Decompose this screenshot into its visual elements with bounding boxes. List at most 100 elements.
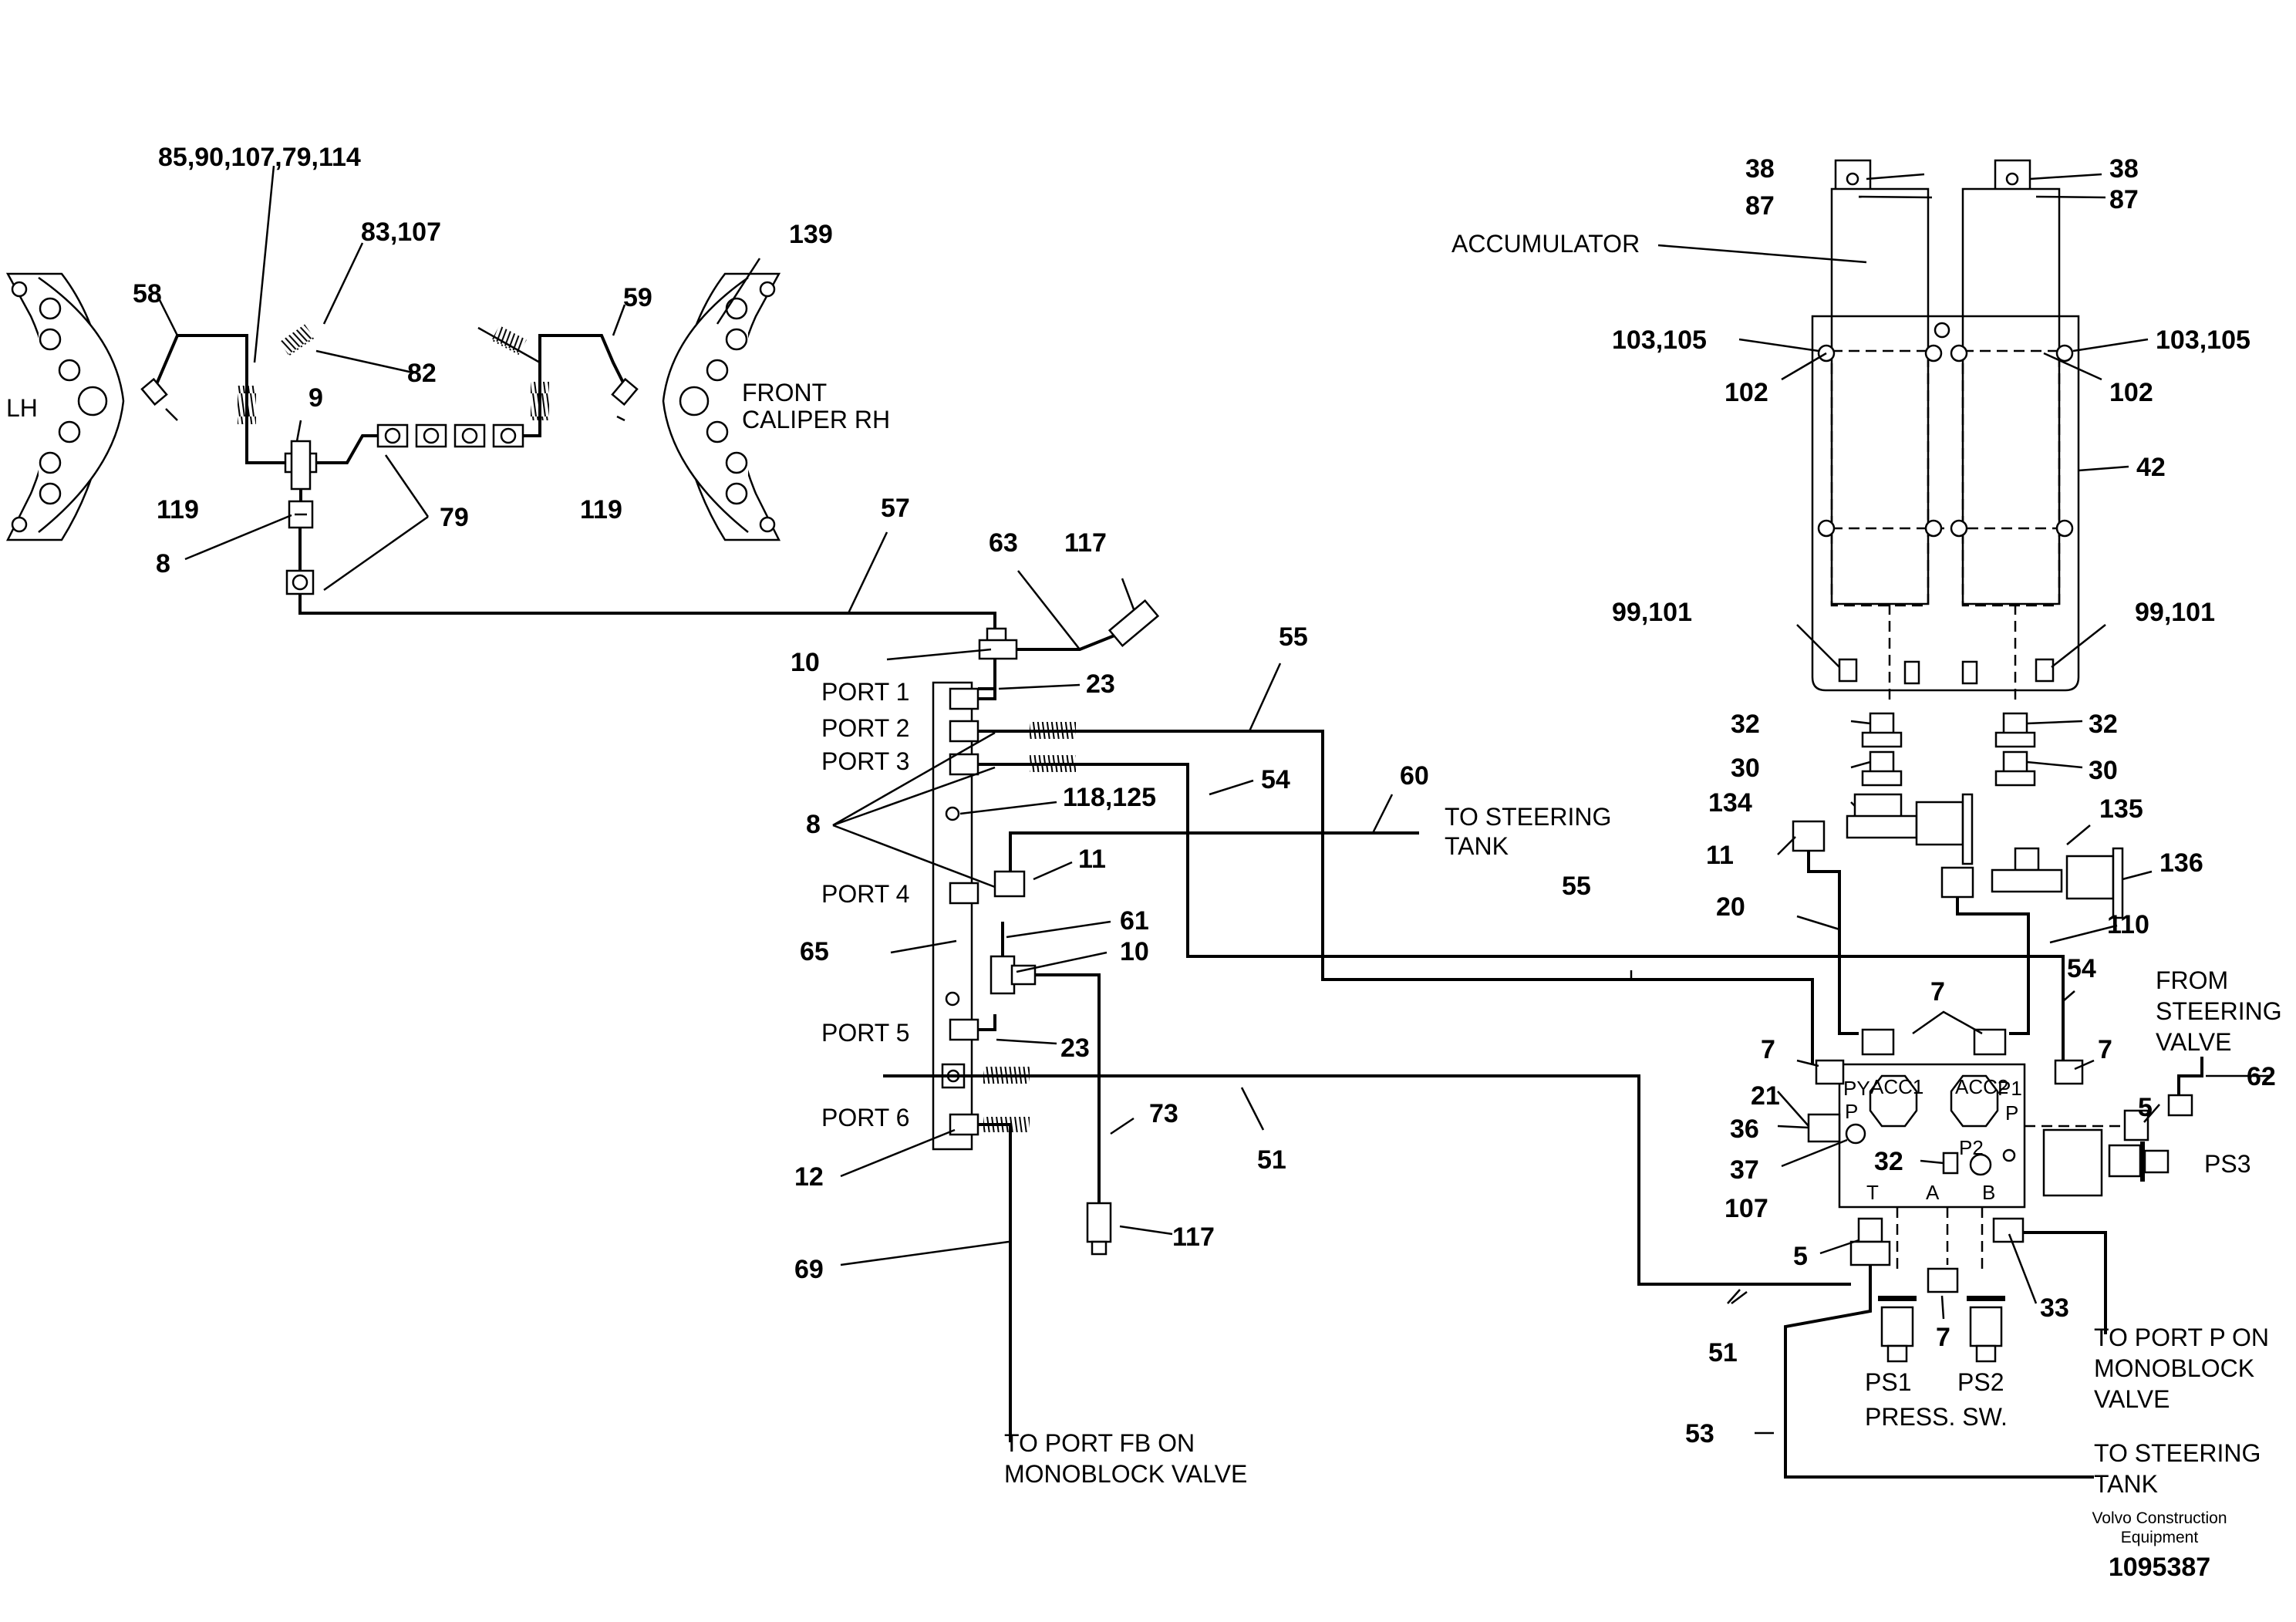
callout-33: 33 [2040,1293,2069,1323]
port-4-label: PORT 4 [821,880,909,908]
ps2-label: PS2 [1957,1368,2004,1396]
callout-99-101-right: 99,101 [2135,598,2215,627]
callout-23-lower: 23 [1060,1034,1090,1063]
to-port-fb-line1: TO PORT FB ON [1004,1429,1195,1457]
callout-9: 9 [308,383,323,413]
callout-53: 53 [1685,1419,1714,1448]
valve-port-p1: P1 [1998,1077,2022,1100]
port-2-label: PORT 2 [821,714,909,742]
port-5-label: PORT 5 [821,1019,909,1047]
callout-103-105-left: 103,105 [1612,325,1707,355]
callout-63: 63 [989,528,1018,558]
leader-lines [157,165,2271,1435]
callout-139: 139 [789,220,833,249]
company-name-line1: Volvo Construction [2092,1509,2227,1527]
to-steering-tank-line1: TO STEERING [1445,803,1611,831]
to-port-p-line3: VALVE [2094,1385,2170,1413]
callout-38-right: 38 [2109,154,2139,184]
port-1-label: PORT 1 [821,678,909,706]
callout-134: 134 [1708,788,1752,818]
callout-107: 107 [1725,1194,1768,1223]
callout-110: 110 [2107,910,2149,939]
callout-69: 69 [794,1255,824,1284]
drawing-number: 1095387 [2109,1553,2210,1582]
callout-7-left: 7 [1761,1035,1775,1064]
callout-7-top: 7 [1930,977,1945,1007]
callout-55-right: 55 [1562,872,1591,901]
callout-54-right: 54 [2067,954,2096,983]
callout-10-lower: 10 [1120,937,1149,966]
callout-102-left: 102 [1725,378,1768,407]
callout-118-125: 118,125 [1063,783,1156,812]
port-3-label: PORT 3 [821,747,909,775]
callout-60: 60 [1400,761,1429,791]
callout-59: 59 [623,283,652,312]
callout-119-right: 119 [580,495,622,524]
callout-55-left: 55 [1279,622,1308,652]
callout-99-101-left: 99,101 [1612,598,1692,627]
callout-85-90-107-79-114: 85,90,107,79,114 [158,143,361,172]
labels: 85,90,107,79,114 83,107 139 58 59 LH 9 8… [6,143,2282,1582]
from-steering-valve-line2: STEERING [2156,997,2282,1025]
callout-87-left: 87 [1745,191,1775,221]
callout-136: 136 [2159,848,2203,878]
callout-11-accumulator: 11 [1706,841,1734,870]
callout-83-107: 83,107 [361,218,441,247]
callout-12: 12 [794,1162,824,1192]
callout-20: 20 [1716,892,1745,922]
callout-11-manifold: 11 [1078,845,1106,874]
front-caliper-rh [662,272,781,541]
callout-82: 82 [407,359,437,388]
caliper-lh-label: LH [6,394,38,422]
callout-8-manifold: 8 [806,810,821,839]
callout-102-right: 102 [2109,378,2153,407]
valve-block-107 [1784,1028,2203,1479]
callout-32-right: 32 [2089,710,2118,739]
callout-23-top: 23 [1086,669,1115,699]
pressure-switch-label: PRESS. SW. [1865,1403,2008,1431]
company-name-line2: Equipment [2121,1529,2199,1546]
to-port-p-line2: MONOBLOCK [2094,1354,2254,1382]
callout-38-left: 38 [1745,154,1775,184]
to-port-p-line1: TO PORT P ON [2094,1324,2269,1351]
callout-57: 57 [881,494,910,523]
callout-36: 36 [1730,1114,1759,1144]
from-steering-valve-line1: FROM [2156,966,2228,994]
valve-port-acc2: ACC2 [1955,1075,2008,1098]
port-6-label: PORT 6 [821,1104,909,1131]
caliper-rh-label: CALIPER RH [742,406,890,433]
callout-51-right: 51 [1708,1338,1738,1367]
accumulator-fittings [1792,712,2124,1035]
from-steering-valve-line3: VALVE [2156,1028,2231,1056]
callout-5-bottom: 5 [1793,1242,1808,1271]
hydraulic-lines [883,722,2065,1442]
callout-58: 58 [133,279,162,309]
valve-port-p2: P2 [1959,1136,1984,1159]
valve-port-py: PY [1843,1077,1870,1100]
to-port-fb-line2: MONOBLOCK VALVE [1004,1460,1247,1488]
callout-32-left: 32 [1731,710,1760,739]
callout-30-left: 30 [1731,754,1760,783]
callout-21: 21 [1751,1081,1780,1111]
callout-10-top: 10 [791,648,820,677]
callout-135: 135 [2099,794,2143,824]
callout-7-right: 7 [2098,1035,2112,1064]
ps1-label: PS1 [1865,1368,1911,1396]
valve-port-p-right: P [2005,1101,2018,1125]
callout-62: 62 [2247,1062,2276,1091]
callout-51-center: 51 [1257,1145,1286,1175]
callout-8-top: 8 [156,549,170,578]
valve-port-b: B [1982,1181,1995,1204]
callout-73: 73 [1149,1099,1178,1128]
front-label: FRONT [742,379,827,406]
callout-5-right: 5 [2138,1093,2153,1122]
to-steering-tank-right-line1: TO STEERING [2094,1439,2261,1467]
callout-117-lower: 117 [1172,1222,1215,1252]
callout-117-top: 117 [1064,528,1107,558]
callout-32-valve: 32 [1874,1147,1903,1176]
valve-port-a: A [1926,1181,1940,1204]
caliper-brake-lines [140,324,996,629]
ps3-label: PS3 [2204,1150,2250,1178]
callout-79: 79 [440,503,469,532]
